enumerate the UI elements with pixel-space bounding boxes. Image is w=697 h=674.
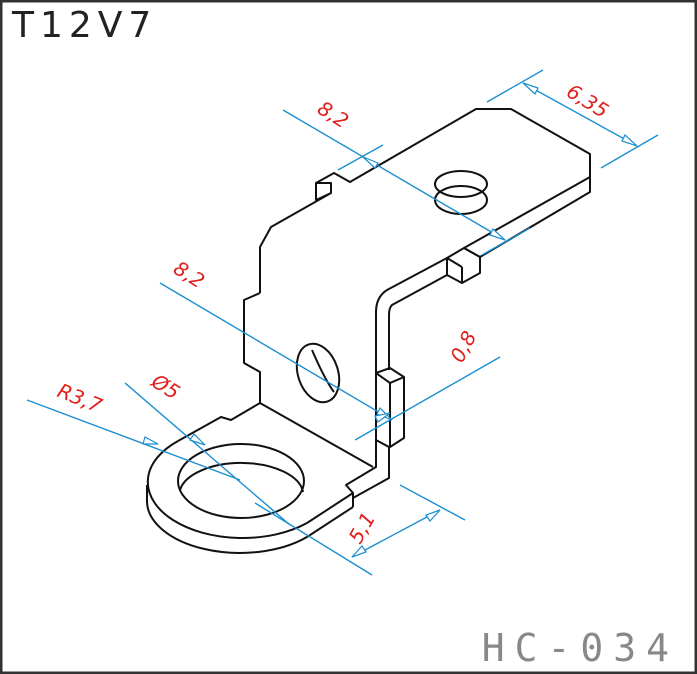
dim-label-tab-length: 8,2 <box>313 96 353 133</box>
dim-label-hole-diameter: Ø5 <box>147 368 185 404</box>
dim-label-vertical-length: 8,2 <box>169 256 209 293</box>
dim-label-lug-length: 5,1 <box>344 508 381 548</box>
terminal-part-outline <box>145 108 591 554</box>
dimension-lines <box>26 69 659 576</box>
dim-label-radius: R3,7 <box>54 378 106 417</box>
dim-label-tab-width: 6,35 <box>562 79 612 123</box>
dim-label-thickness: 0,8 <box>445 327 481 366</box>
drawing-title: T12V7 <box>12 5 158 46</box>
dimension-arrows <box>142 82 638 558</box>
dimension-labels: 6,35 8,2 8,2 0,8 R3,7 Ø5 5,1 <box>54 79 613 548</box>
part-code: HC-034 <box>481 626 679 670</box>
